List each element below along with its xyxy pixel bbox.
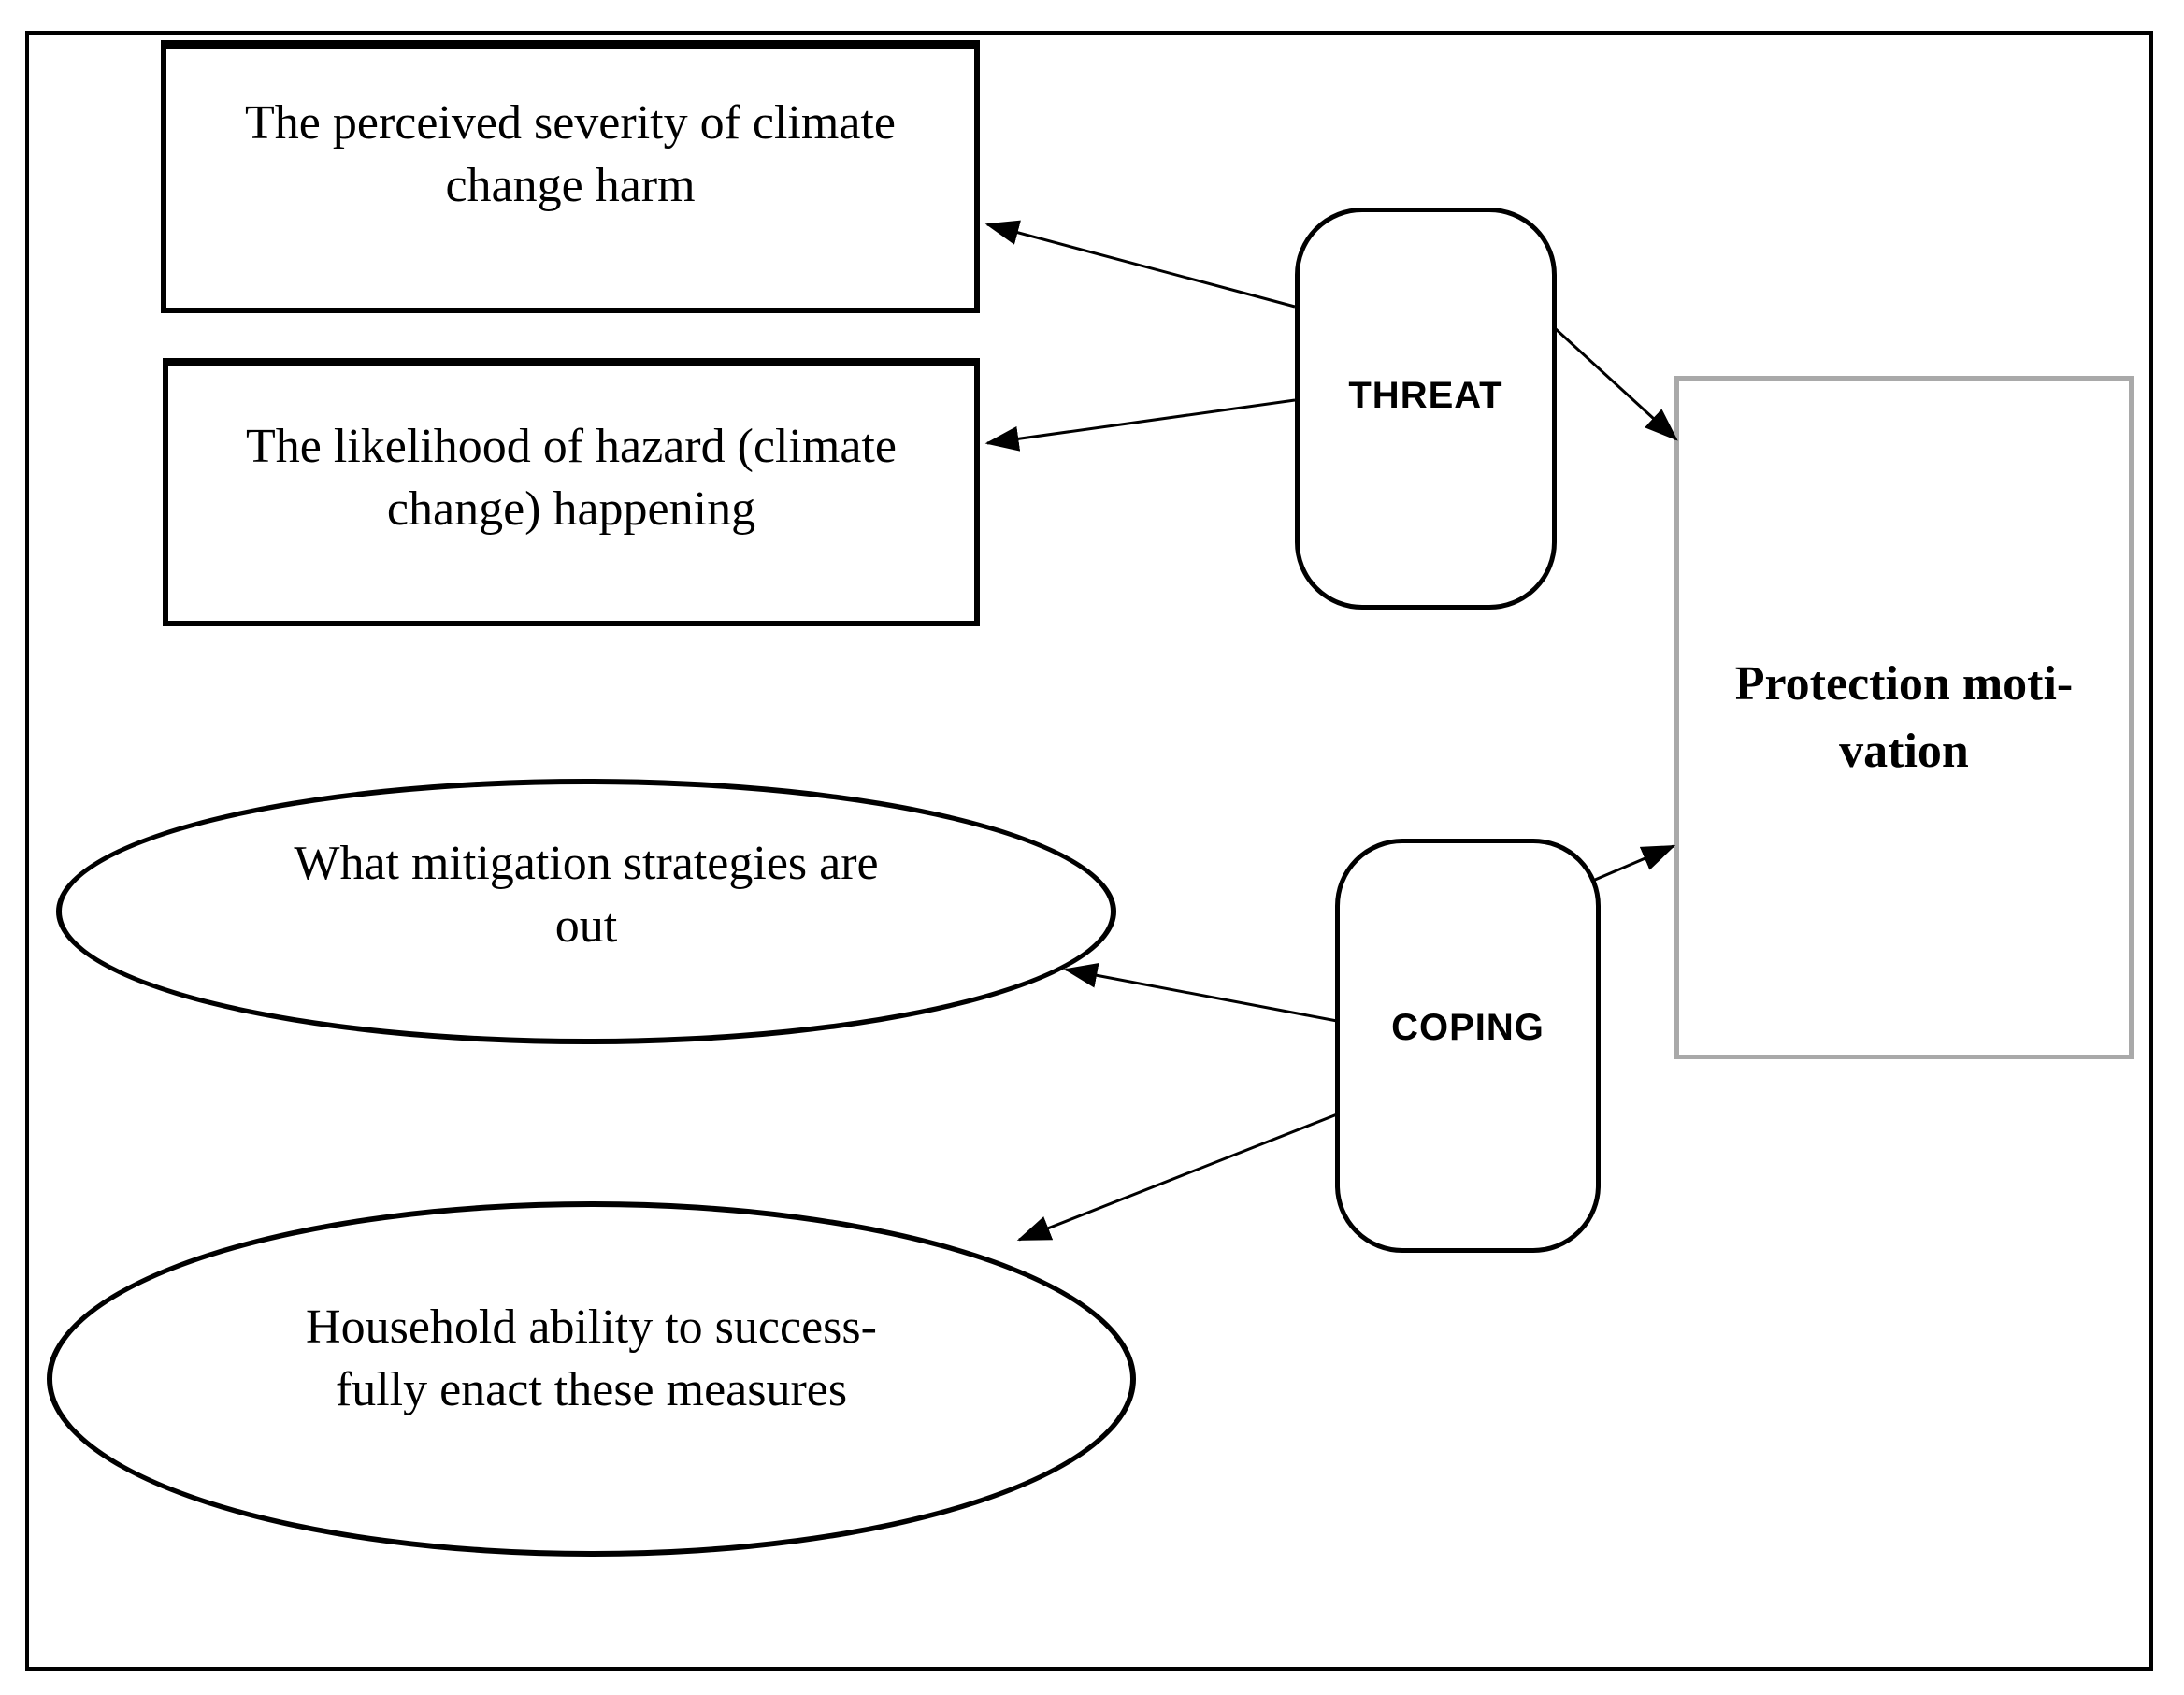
node-coping: COPING xyxy=(1335,839,1601,1253)
node-household-ability: Household ability to success- fully enac… xyxy=(47,1201,1136,1557)
text-line: change) happening xyxy=(386,482,756,536)
protection-motivation-text: Protection moti- vation xyxy=(1735,651,2073,785)
text-line: What mitigation strategies are xyxy=(294,837,879,890)
threat-label: THREAT xyxy=(1348,374,1503,416)
likelihood-text: The likelihood of hazard (climate change… xyxy=(168,366,974,540)
node-perceived-severity: The perceived severity of climate change… xyxy=(161,40,980,313)
text-line: Household ability to success- xyxy=(306,1300,877,1354)
outer-border xyxy=(25,31,2153,1671)
coping-label: COPING xyxy=(1391,1007,1545,1048)
text-line: vation xyxy=(1839,724,1969,778)
node-protection-motivation: Protection moti- vation xyxy=(1674,376,2134,1059)
node-threat: THREAT xyxy=(1295,208,1557,610)
node-likelihood-of-hazard: The likelihood of hazard (climate change… xyxy=(163,358,980,626)
text-line: fully enact these measures xyxy=(335,1363,848,1416)
text-line: out xyxy=(554,899,618,953)
text-line: Protection moti- xyxy=(1734,656,2074,711)
text-line: The likelihood of hazard (climate xyxy=(246,420,897,473)
text-line: The perceived severity of climate xyxy=(245,96,896,150)
text-line: change harm xyxy=(445,159,696,212)
perceived-severity-text: The perceived severity of climate change… xyxy=(166,49,974,217)
household-text: Household ability to success- fully enac… xyxy=(306,1296,877,1421)
node-mitigation-strategies: What mitigation strategies are out xyxy=(56,779,1116,1044)
mitigation-text: What mitigation strategies are out xyxy=(294,832,878,957)
